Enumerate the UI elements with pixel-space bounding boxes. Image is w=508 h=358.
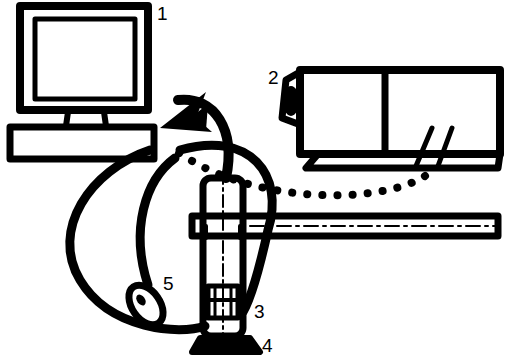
data-cable [175, 150, 425, 195]
mouse [122, 279, 170, 331]
base-plate [192, 338, 260, 352]
instrument-base [306, 154, 500, 168]
callout-number: 1 [157, 4, 168, 23]
callout-number: 3 [254, 302, 265, 321]
tube-clamp [206, 226, 240, 238]
callout-number: 5 [163, 274, 174, 293]
arrow-head [185, 104, 208, 130]
rail-axis [250, 225, 500, 227]
mouse-cable [140, 158, 175, 285]
mouse-button [134, 293, 147, 307]
instrument-lens [284, 87, 298, 115]
monitor-frame [20, 6, 148, 110]
callout-number: 2 [268, 68, 279, 87]
instrument-divider [382, 70, 389, 154]
monitor-screen [35, 19, 135, 99]
loop-cable [180, 145, 272, 312]
insert-line [203, 298, 243, 302]
instrument-cable-ends [416, 128, 452, 166]
callout-number: 4 [262, 336, 273, 355]
arrow-head [160, 92, 212, 132]
instrument-body [300, 70, 500, 154]
